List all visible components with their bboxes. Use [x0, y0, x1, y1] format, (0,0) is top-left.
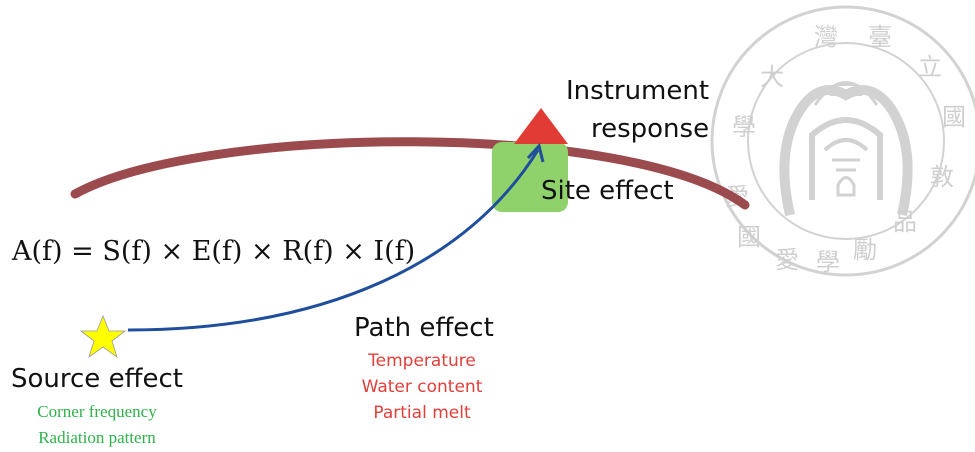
- site-effect-box: [492, 142, 568, 212]
- instrument-line2: response: [590, 114, 710, 144]
- svg-text:國: 國: [737, 223, 761, 251]
- source-star-icon: [79, 314, 127, 359]
- svg-text:立: 立: [918, 53, 942, 81]
- path-factor-temperature: Temperature: [368, 351, 476, 371]
- university-seal-watermark: [710, 5, 975, 277]
- amplitude-equation: A(f) = S(f) × E(f) × R(f) × I(f): [12, 236, 416, 267]
- svg-text:學: 學: [732, 113, 756, 141]
- svg-text:灣: 灣: [814, 23, 838, 51]
- ray-arrowhead-icon: [526, 142, 545, 163]
- svg-text:敦: 敦: [930, 163, 954, 191]
- svg-text:品: 品: [893, 208, 917, 236]
- path-factor-water-content: Water content: [361, 377, 483, 397]
- svg-text:勵: 勵: [853, 236, 877, 264]
- source-factor-corner-frequency: Corner frequency: [37, 402, 157, 421]
- instrument-triangle-icon: [514, 108, 568, 144]
- instrument-line1: Instrument: [566, 76, 710, 106]
- path-factor-partial-melt: Partial melt: [373, 403, 471, 423]
- svg-text:學: 學: [816, 248, 840, 276]
- source-factor-radiation-pattern: Radiation pattern: [38, 428, 156, 447]
- instrument-response-label: Instrument response: [566, 72, 709, 148]
- site-effect-label: Site effect: [541, 176, 674, 206]
- path-effect-label: Path effect: [354, 313, 494, 343]
- source-factors: Corner frequency Radiation pattern: [12, 399, 182, 451]
- source-effect-label: Source effect: [11, 364, 183, 394]
- svg-text:大: 大: [760, 63, 784, 91]
- seismic-ray-path: [127, 149, 540, 332]
- path-factors: Temperature Water content Partial melt: [352, 348, 492, 426]
- svg-text:臺: 臺: [868, 23, 892, 51]
- svg-text:國: 國: [942, 103, 966, 131]
- svg-text:愛: 愛: [775, 246, 799, 274]
- surface-arc: [70, 137, 750, 210]
